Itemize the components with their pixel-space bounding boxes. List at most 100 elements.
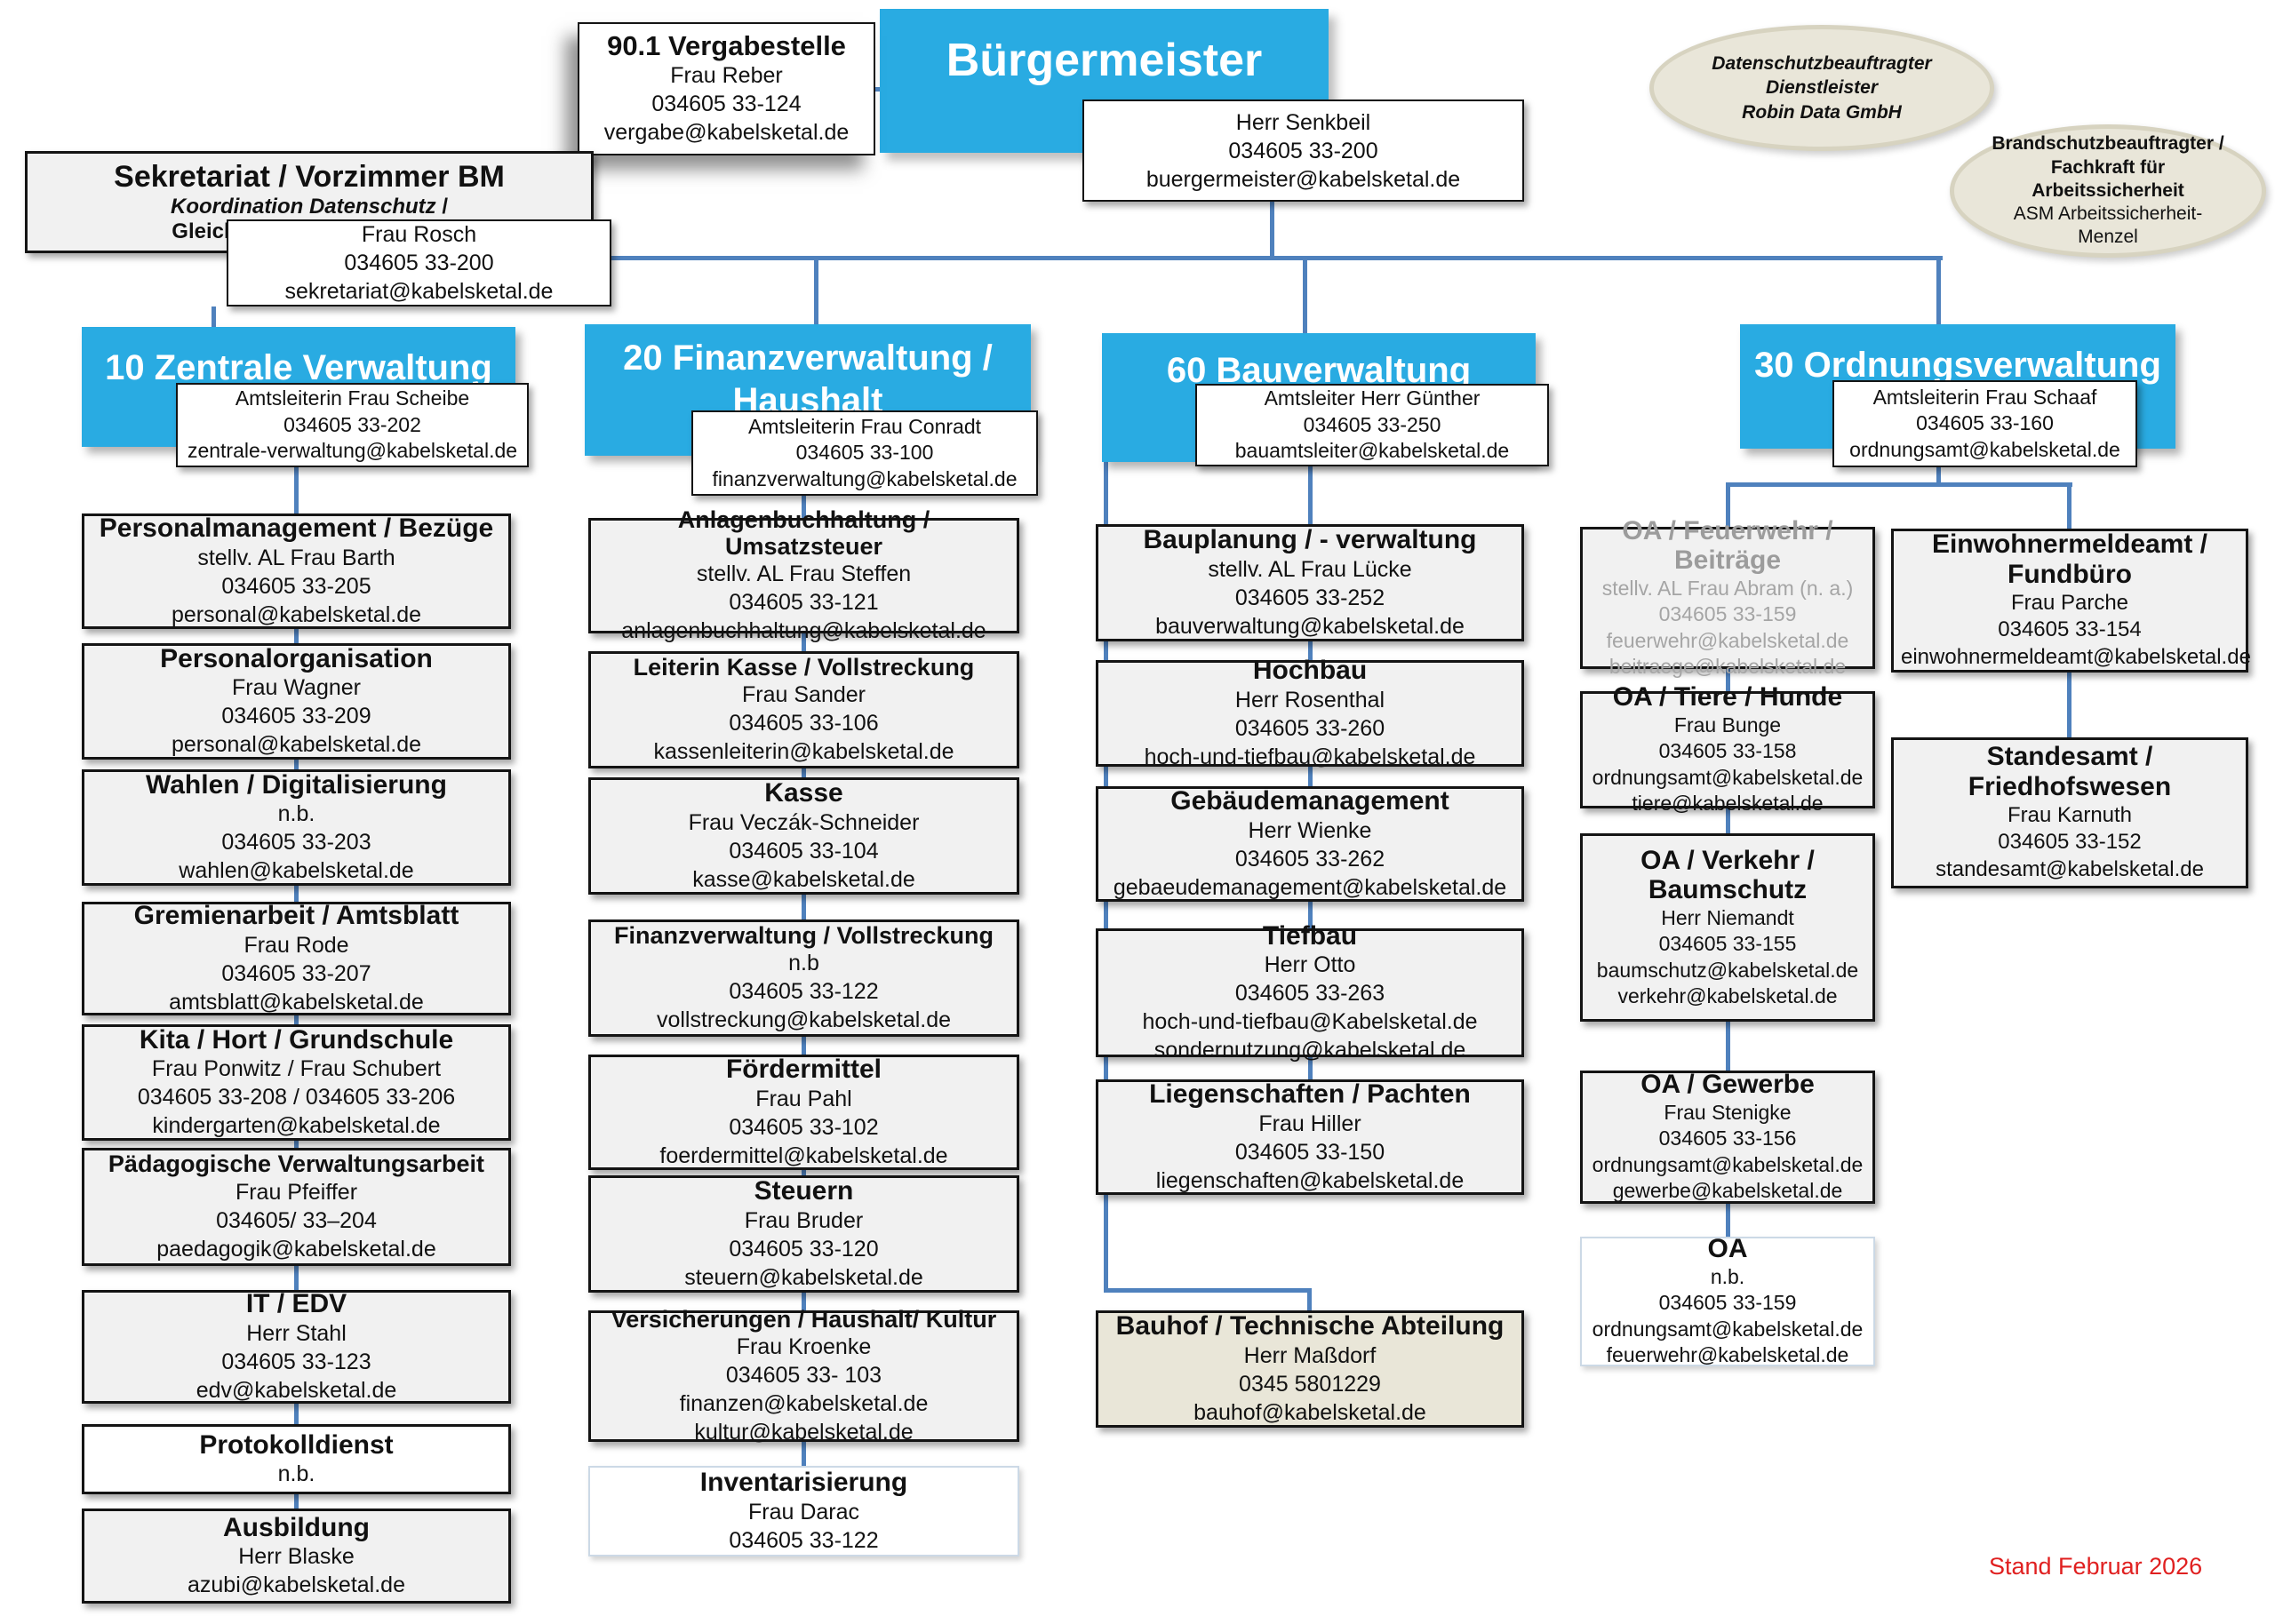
phone-line: 034605 33-120 [729,1236,879,1262]
connector-col3 [1308,902,1313,930]
email-line: baumschutz@kabelsketal.de [1596,958,1859,982]
unit-box-tiefbau: Tiefbau Herr Otto 034605 33-263 hoch-und… [1096,921,1524,1063]
person-line: Frau Wagner [232,675,361,701]
person-line: Frau Veczák-Schneider [688,809,920,835]
person-line: stellv. AL Frau Abram (n. a.) [1601,576,1854,600]
phone-line: 034605 33-203 [221,830,371,856]
unit-box-versicherungen: Versicherungen / Haushalt/ Kultur Frau K… [588,1306,1019,1445]
person-line: Herr Wienke [1248,817,1372,843]
connector-col2 [802,768,806,779]
email-line: foerdermittel@kabelsketal.de [659,1142,948,1168]
email-line: ordnungsamt@kabelsketal.de [1592,1317,1864,1341]
person-line: stellv. AL Frau Barth [197,545,395,570]
unit-box-steuern: Steuern Frau Bruder 034605 33-120 steuer… [588,1175,1019,1293]
connector-col1 [294,1141,299,1150]
box-title: 90.1 Vergabestelle [607,29,846,61]
connector-stub-sekretariat [212,306,216,333]
email-line: gewerbe@kabelsketal.de [1612,1179,1843,1203]
email-line: edv@kabelsketal.de [196,1377,397,1403]
connector-col2 [802,1170,806,1177]
buergermeister-title: Bürgermeister [946,35,1263,86]
connector-col1 [294,1494,299,1510]
box-title: OA / Verkehr / Baumschutz [1640,845,1815,905]
person-line: n.b. [277,801,315,827]
connector-col4-right [2067,673,2071,739]
unit-box-oa-gewerbe: OA / Gewerbe Frau Stenigke 034605 33-156… [1580,1070,1875,1204]
person-line: Amtsleiter Herr Günther [1264,386,1481,410]
oval-line: Brandschutzbeauftragter / [1992,133,2224,155]
unit-box-standesamt: Standesamt / Friedhofswesen Frau Karnuth… [1891,737,2248,888]
connector-col2 [802,1037,806,1056]
phone-line: 034605 33-207 [221,960,371,986]
email-line: feuerwehr@kabelsketal.de [1606,628,1849,652]
buergermeister-contact-box: Herr Senkbeil 034605 33-200 buergermeist… [1082,100,1524,202]
email-line: vollstreckung@kabelsketal.de [656,1007,952,1033]
box-title: Wahlen / Digitalisierung [146,769,447,800]
unit-box-bauplanung: Bauplanung / - verwaltung stellv. AL Fra… [1096,524,1524,641]
unit-box-oa-tiere-hunde: OA / Tiere / Hunde Frau Bunge 034605 33-… [1580,682,1875,815]
oval-line: Fachkraft für [2050,156,2166,178]
unit-box-kita: Kita / Hort / Grundschule Frau Ponwitz /… [82,1024,511,1141]
person-line: Frau Hiller [1258,1111,1361,1136]
connector-bauhof-rail [1104,1288,1312,1293]
person-line: Frau Pfeiffer [235,1179,358,1205]
connector-col1 [294,1266,299,1292]
box-title: Bauplanung / - verwaltung [1143,525,1477,555]
buergermeister-header: Bürgermeister [880,9,1329,153]
person-line: Frau Karnuth [2007,802,2133,827]
person-line: Frau Ponwitz / Frau Schubert [151,1056,442,1082]
email-line: einwohnermeldeamt@kabelsketal.de [1901,644,2251,669]
phone-line: 034605 33-202 [283,412,421,436]
connector-col2 [802,895,806,921]
box-title: Personalmanagement / Bezüge [99,513,494,544]
oval-line: Menzel [2078,227,2138,248]
phone-line: 034605 33-152 [1998,830,2142,855]
box-title: Kasse [764,778,843,808]
email-line: liegenschaften@kabelsketal.de [1155,1167,1465,1193]
oval-line: Datenschutzbeauftragter [1712,53,1932,75]
box-title: Gremienarbeit / Amtsblatt [133,901,459,931]
email-line: gebaeudemanagement@kabelsketal.de [1113,874,1507,900]
oval-line: Dienstleister [1765,77,1879,99]
person-line: Herr Senkbeil [1235,109,1371,135]
subtitle-italic: Koordination Datenschutz [170,194,436,219]
phone-line: 034605 33-200 [344,251,494,275]
unit-box-personalmanagement: Personalmanagement / Bezüge stellv. AL F… [82,513,511,629]
connector-bauhof-rail [1307,1288,1312,1312]
leader-box-finanzverwaltung: Amtsleiterin Frau Conradt 034605 33-100 … [691,410,1038,496]
oval-line: Robin Data GmbH [1742,101,1902,123]
email-line: ordnungsamt@kabelsketal.de [1592,765,1864,789]
email-line: amtsblatt@kabelsketal.de [169,989,424,1015]
box-title: Kita / Hort / Grundschule [139,1024,454,1055]
unit-box-gebaeudemanagement: Gebäudemanagement Herr Wienke 034605 33-… [1096,786,1524,902]
phone-line: 034605 33-100 [795,441,934,465]
connector-col2 [802,495,806,520]
sekretariat-contact-box: Frau Rosch 034605 33-200 sekretariat@kab… [227,219,611,306]
email-line: azubi@kabelsketal.de [188,1572,405,1598]
connector-col3 [1308,466,1313,526]
phone-line: 034605 33-262 [1234,846,1385,872]
person-line: Frau Pahl [755,1086,852,1111]
phone-line: 034605 33-159 [1658,1291,1797,1315]
connector-col1 [294,1015,299,1026]
leader-box-bauverwaltung: Amtsleiter Herr Günther 034605 33-250 ba… [1195,384,1549,466]
phone-line: 034605 33-209 [221,704,371,729]
email-line: finanzen@kabelsketal.de [679,1391,929,1417]
connector-stub-dept3 [1303,256,1307,338]
person-line: Amtsleiterin Frau Schaaf [1872,385,2097,409]
phone-line: 034605 33-124 [651,92,802,117]
email-line: hoch-und-tiefbau@Kabelsketal.de [1142,1009,1478,1035]
box-title: OA [1707,1234,1748,1264]
box-title: Leiterin Kasse / Vollstreckung [633,653,975,681]
phone-line: 034605 33-104 [729,838,879,864]
connector-bm-down [1270,202,1274,259]
email-line: vergabe@kabelsketal.de [603,120,850,146]
connector-stub-dept2 [814,256,818,327]
phone-line: 034605 33-122 [729,979,879,1005]
box-title: Sekretariat / Vorzimmer BM [114,160,505,195]
connector-col3 [1308,767,1313,788]
email-line: personal@kabelsketal.de [171,732,422,758]
phone-line: 034605 33-123 [221,1349,371,1374]
email-line: hoch-und-tiefbau@kabelsketal.de [1144,744,1476,769]
box-title: Protokolldienst [199,1429,394,1460]
